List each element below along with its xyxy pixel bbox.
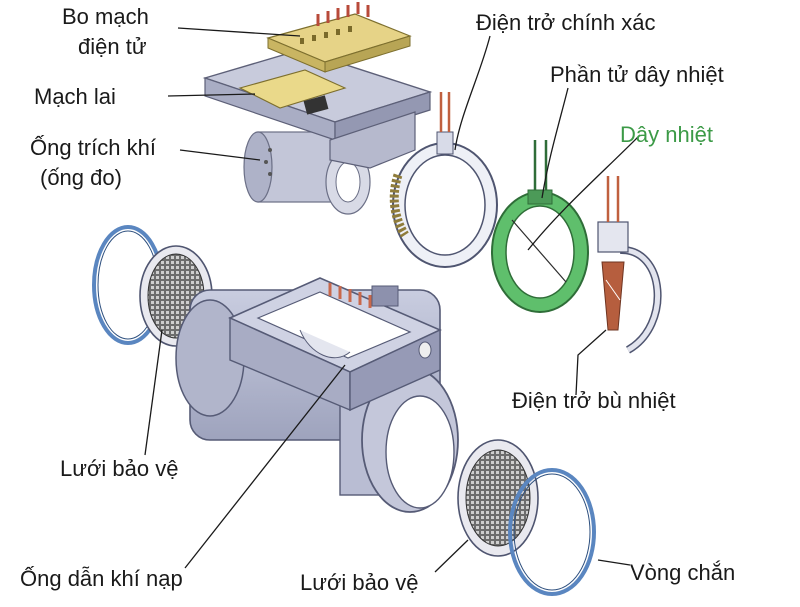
hot-wire-ring xyxy=(491,140,589,313)
label-hybrid-circuit: Mạch lai xyxy=(34,84,116,109)
label-protective-mesh-left: Lưới bảo vệ xyxy=(60,456,179,481)
label-intake-duct: Ống dẫn khí nạp xyxy=(20,566,183,591)
label-pcb-line1: Bo mạch xyxy=(62,4,149,29)
label-precision-resistor: Điện trở chính xác xyxy=(476,10,656,35)
label-hot-wire-element: Phần tử dây nhiệt xyxy=(550,62,724,87)
label-retaining-ring: Vòng chắn xyxy=(630,560,736,585)
label-sampling-tube-line2: (ống đo) xyxy=(40,165,122,190)
label-compensation-resistor: Điện trở bù nhiệt xyxy=(512,388,676,413)
right-retaining-ring xyxy=(508,468,596,596)
label-hot-wire: Dây nhiệt xyxy=(620,122,713,147)
label-protective-mesh-bottom: Lưới bảo vệ xyxy=(300,570,419,595)
right-protective-mesh xyxy=(457,439,539,557)
label-pcb-line2: điện tử xyxy=(78,34,147,59)
hybrid-circuit xyxy=(238,69,347,115)
leader-lines xyxy=(144,27,641,573)
pcb-board xyxy=(266,2,412,73)
label-sampling-tube-line1: Ống trích khí xyxy=(30,135,156,160)
base-plate xyxy=(202,49,433,169)
compensation-resistor xyxy=(597,176,662,354)
intake-housing xyxy=(175,277,459,513)
precision-resistor-ring xyxy=(389,92,498,268)
